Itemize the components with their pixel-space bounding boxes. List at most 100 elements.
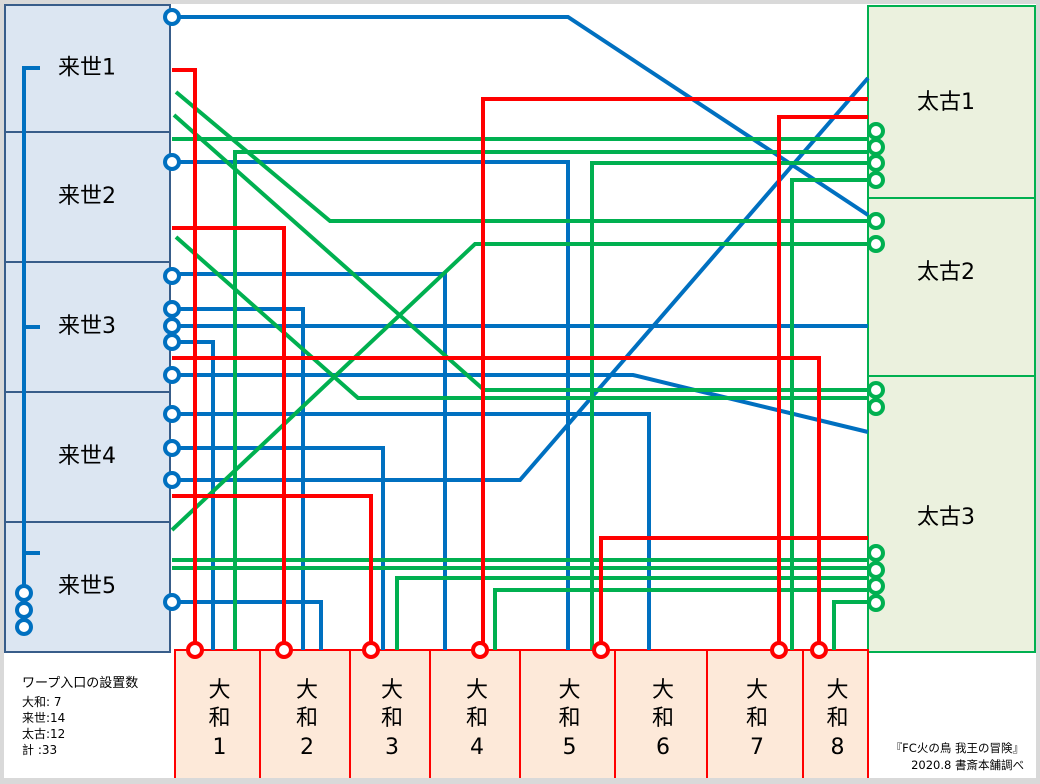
green-line-a2a bbox=[174, 90, 868, 223]
yamato-block-1 bbox=[174, 649, 261, 778]
raise-entrance-8 bbox=[163, 405, 181, 423]
red-line-y4 bbox=[481, 97, 868, 650]
yamato-char-mid-6: 和 bbox=[652, 706, 674, 731]
raise-block-2 bbox=[4, 131, 171, 263]
area-labels: 来世1来世2来世3来世4来世5太古1太古2太古3大和1大和2大和3大和4大和5大… bbox=[58, 56, 975, 761]
ancient-entrance-2 bbox=[867, 138, 885, 156]
red-line-y3 bbox=[172, 494, 373, 650]
yamato-entrance-2 bbox=[275, 641, 293, 659]
red-line-y1 bbox=[172, 68, 197, 650]
yamato-char-top-6: 大 bbox=[652, 678, 674, 703]
ancient-block-1 bbox=[867, 5, 1036, 199]
raise-entrance-3 bbox=[163, 267, 181, 285]
blue-line-r1 bbox=[172, 15, 870, 217]
warp-entrances bbox=[15, 8, 885, 659]
entrance-count-legend: ワープ入口の設置数 大和: 7 来世:14 太古:12 計 :33 bbox=[22, 676, 138, 758]
warp-lines bbox=[22, 15, 870, 650]
raise-entrance-11 bbox=[163, 593, 181, 611]
ancient-entrance-11 bbox=[867, 577, 885, 595]
yamato-block-2 bbox=[259, 649, 351, 778]
yamato-char-mid-1: 和 bbox=[208, 706, 230, 731]
red-line-y7 bbox=[777, 115, 868, 650]
blue-line-r4c bbox=[172, 76, 870, 482]
blue-line-r5 bbox=[172, 600, 323, 650]
raise-block-4 bbox=[4, 391, 171, 523]
raise-entrance-7 bbox=[163, 366, 181, 384]
yamato-char-top-7: 大 bbox=[746, 678, 768, 703]
green-line-a3f bbox=[493, 588, 868, 650]
green-line-a1d bbox=[790, 178, 868, 650]
yamato-num-1: 1 bbox=[213, 735, 227, 760]
ancient-entrance-9 bbox=[867, 544, 885, 562]
blue-line-r3b bbox=[172, 307, 305, 650]
green-line-a1b bbox=[233, 150, 868, 650]
yamato-char-top-2: 大 bbox=[296, 678, 318, 703]
ancient-entrance-4 bbox=[867, 171, 885, 189]
red-line-y5 bbox=[599, 536, 868, 650]
yamato-entrance-3 bbox=[362, 641, 380, 659]
legend-row-ancient: 太古:12 bbox=[22, 727, 66, 741]
green-line-a3e bbox=[395, 576, 868, 650]
yamato-char-top-4: 大 bbox=[466, 678, 488, 703]
ancient-label-1: 太古1 bbox=[917, 90, 975, 115]
yamato-num-2: 2 bbox=[300, 735, 314, 760]
blue-line-r3d bbox=[172, 340, 215, 650]
yamato-char-mid-3: 和 bbox=[381, 706, 403, 731]
ancient-entrance-8 bbox=[867, 398, 885, 416]
raise-label-3: 来世3 bbox=[58, 314, 116, 339]
ancient-block-3 bbox=[867, 375, 1036, 653]
yamato-num-4: 4 bbox=[470, 735, 484, 760]
yamato-char-top-8: 大 bbox=[826, 678, 848, 703]
yamato-num-5: 5 bbox=[563, 735, 577, 760]
raise-entrance-10 bbox=[163, 471, 181, 489]
yamato-entrance-4 bbox=[471, 641, 489, 659]
raise-entrance-2 bbox=[163, 153, 181, 171]
raise-entrance-9 bbox=[163, 439, 181, 457]
raise-label-1: 来世1 bbox=[58, 56, 116, 81]
raise-bracket-node-1 bbox=[15, 584, 33, 602]
raise-entrance-5 bbox=[163, 317, 181, 335]
ancient-entrance-12 bbox=[867, 594, 885, 612]
legend-row-yamato: 大和: 7 bbox=[22, 695, 62, 709]
yamato-num-8: 8 bbox=[831, 735, 845, 760]
yamato-char-top-5: 大 bbox=[558, 678, 580, 703]
blue-line-r4b bbox=[172, 446, 385, 650]
yamato-char-mid-8: 和 bbox=[826, 706, 848, 731]
green-line-a3g bbox=[832, 600, 868, 650]
blue-line-r3e bbox=[172, 373, 869, 434]
yamato-num-6: 6 bbox=[656, 735, 670, 760]
ancient-label-3: 太古3 bbox=[917, 505, 975, 530]
ancient-entrance-1 bbox=[867, 122, 885, 140]
source-credit: 『FC火の鳥 我王の冒険』 2020.8 書斎本舗調べ bbox=[891, 740, 1024, 774]
yamato-char-mid-5: 和 bbox=[558, 706, 580, 731]
raise-entrance-1 bbox=[163, 8, 181, 26]
yamato-char-top-3: 大 bbox=[381, 678, 403, 703]
yamato-entrance-1 bbox=[186, 641, 204, 659]
area-blocks bbox=[4, 4, 1036, 778]
warp-map-diagram: 来世1来世2来世3来世4来世5太古1太古2太古3大和1大和2大和3大和4大和5大… bbox=[4, 4, 1036, 778]
yamato-block-7 bbox=[706, 649, 804, 778]
yamato-char-mid-7: 和 bbox=[746, 706, 768, 731]
yamato-entrance-5 bbox=[592, 641, 610, 659]
red-line-y2 bbox=[172, 226, 286, 650]
legend-title: ワープ入口の設置数 bbox=[22, 676, 139, 691]
yamato-char-top-1: 大 bbox=[208, 678, 230, 703]
yamato-block-5 bbox=[519, 649, 616, 778]
blue-line-r2 bbox=[172, 160, 570, 650]
raise-block-5 bbox=[4, 521, 171, 653]
yamato-entrance-7 bbox=[810, 641, 828, 659]
raise-bracket bbox=[22, 66, 40, 590]
credit-date: 2020.8 書斎本舗調べ bbox=[911, 758, 1024, 772]
ancient-label-2: 太古2 bbox=[917, 260, 975, 285]
ancient-block-2 bbox=[867, 197, 1036, 377]
credit-title: 『FC火の鳥 我王の冒険』 bbox=[890, 741, 1024, 755]
legend-row-total: 計 :33 bbox=[22, 743, 58, 757]
green-line-a3a bbox=[172, 113, 868, 392]
yamato-block-3 bbox=[349, 649, 431, 778]
ancient-entrance-7 bbox=[867, 381, 885, 399]
green-line-a1c bbox=[590, 161, 868, 650]
red-line-y8 bbox=[172, 356, 821, 650]
green-line-a2b bbox=[170, 242, 868, 532]
raise-entrance-4 bbox=[163, 300, 181, 318]
